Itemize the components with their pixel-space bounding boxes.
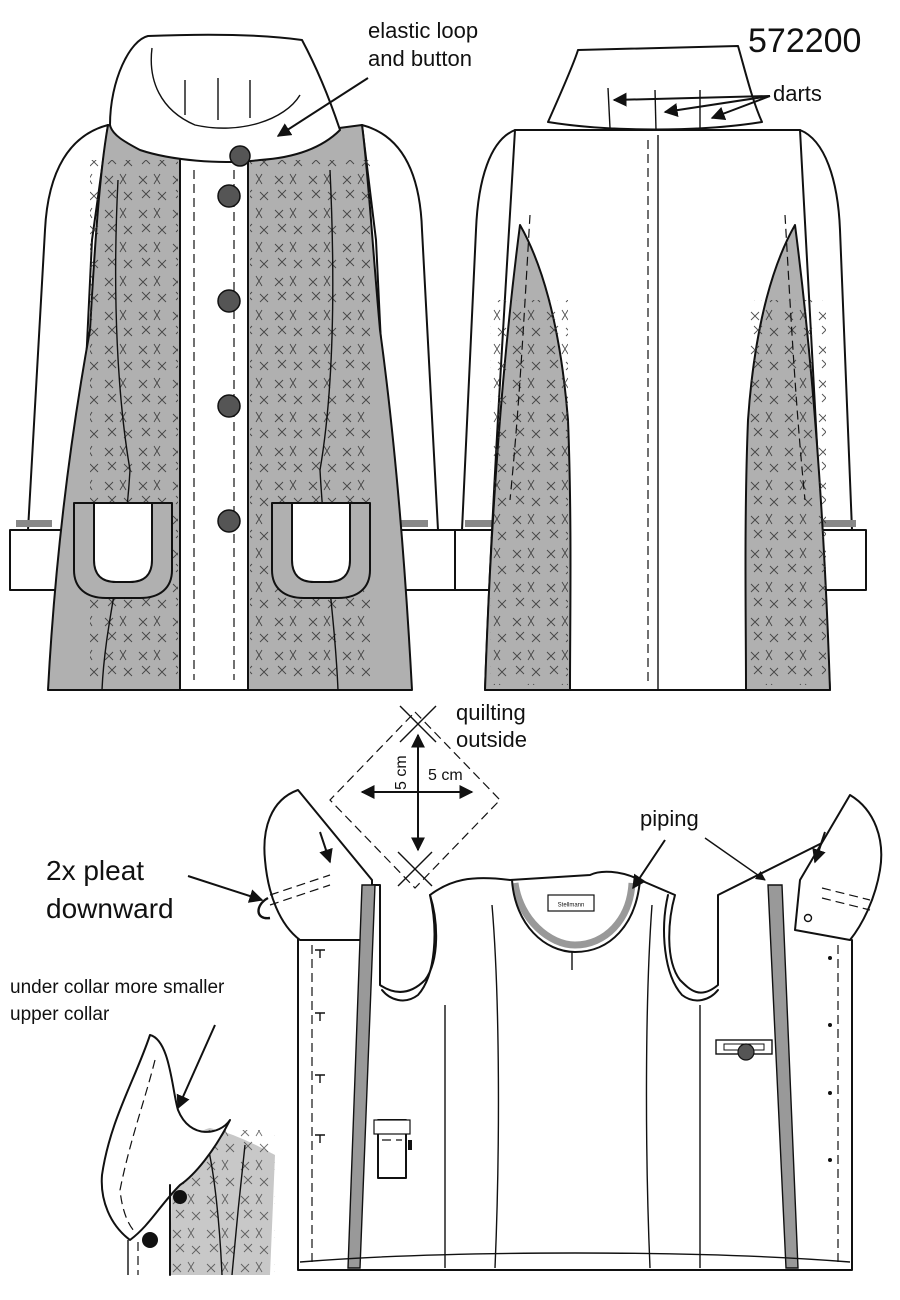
label-quilting-2: outside: [456, 727, 527, 752]
label-quilting-1: quilting: [456, 700, 526, 725]
label-collar-2: upper collar: [10, 1004, 110, 1025]
front-collar: [109, 33, 341, 163]
lining-right-sleeve-cap: [794, 794, 883, 941]
collar-detail-button-2: [142, 1232, 158, 1248]
quilting-diagram: [329, 705, 501, 889]
front-view: [9, 33, 459, 691]
label-piping: piping: [640, 806, 699, 831]
pattern-number: 572200: [748, 22, 861, 60]
label-elastic-loop-2: and button: [368, 46, 472, 71]
label-collar-1: under collar more smaller: [10, 977, 225, 998]
collar-detail: [100, 1034, 275, 1276]
size-label-tag: [547, 894, 595, 912]
front-right-quilting: [250, 160, 370, 680]
button-marks-left: [315, 949, 325, 1143]
front-button-3: [217, 289, 241, 313]
label-pleat-1: 2x pleat: [46, 855, 144, 886]
button-marks-right: [828, 956, 832, 1162]
lining-left-sleeve-cap: [263, 789, 373, 941]
back-view: [454, 45, 867, 691]
front-button-1: [229, 145, 251, 167]
left-piping: [347, 884, 376, 1269]
collar-detail-button-1: [173, 1190, 187, 1204]
label-pleat-2: downward: [46, 893, 174, 924]
label-darts: darts: [773, 81, 822, 106]
label-dim-vertical: 5 cm: [393, 755, 410, 790]
label-elastic-loop-1: elastic loop: [368, 18, 478, 43]
front-button-4: [217, 394, 241, 418]
collar-detail-collar: [100, 1034, 231, 1241]
size-label-text: Stellmann: [558, 903, 585, 909]
inner-pocket-left: [373, 1119, 412, 1179]
front-button-2: [217, 184, 241, 208]
back-collar: [547, 45, 763, 131]
front-placket: [179, 149, 249, 691]
lining-view: Stellmann: [257, 789, 883, 1271]
label-dim-horizontal: 5 cm: [428, 767, 463, 784]
lining-neckline: [511, 882, 636, 949]
front-left-cuff-tab: [16, 520, 52, 527]
front-right-cuff-tab: [396, 520, 428, 527]
inner-pocket-right: [715, 1039, 773, 1061]
front-left-quilting: [90, 160, 178, 680]
front-button-5: [217, 509, 241, 533]
right-piping: [767, 884, 799, 1269]
